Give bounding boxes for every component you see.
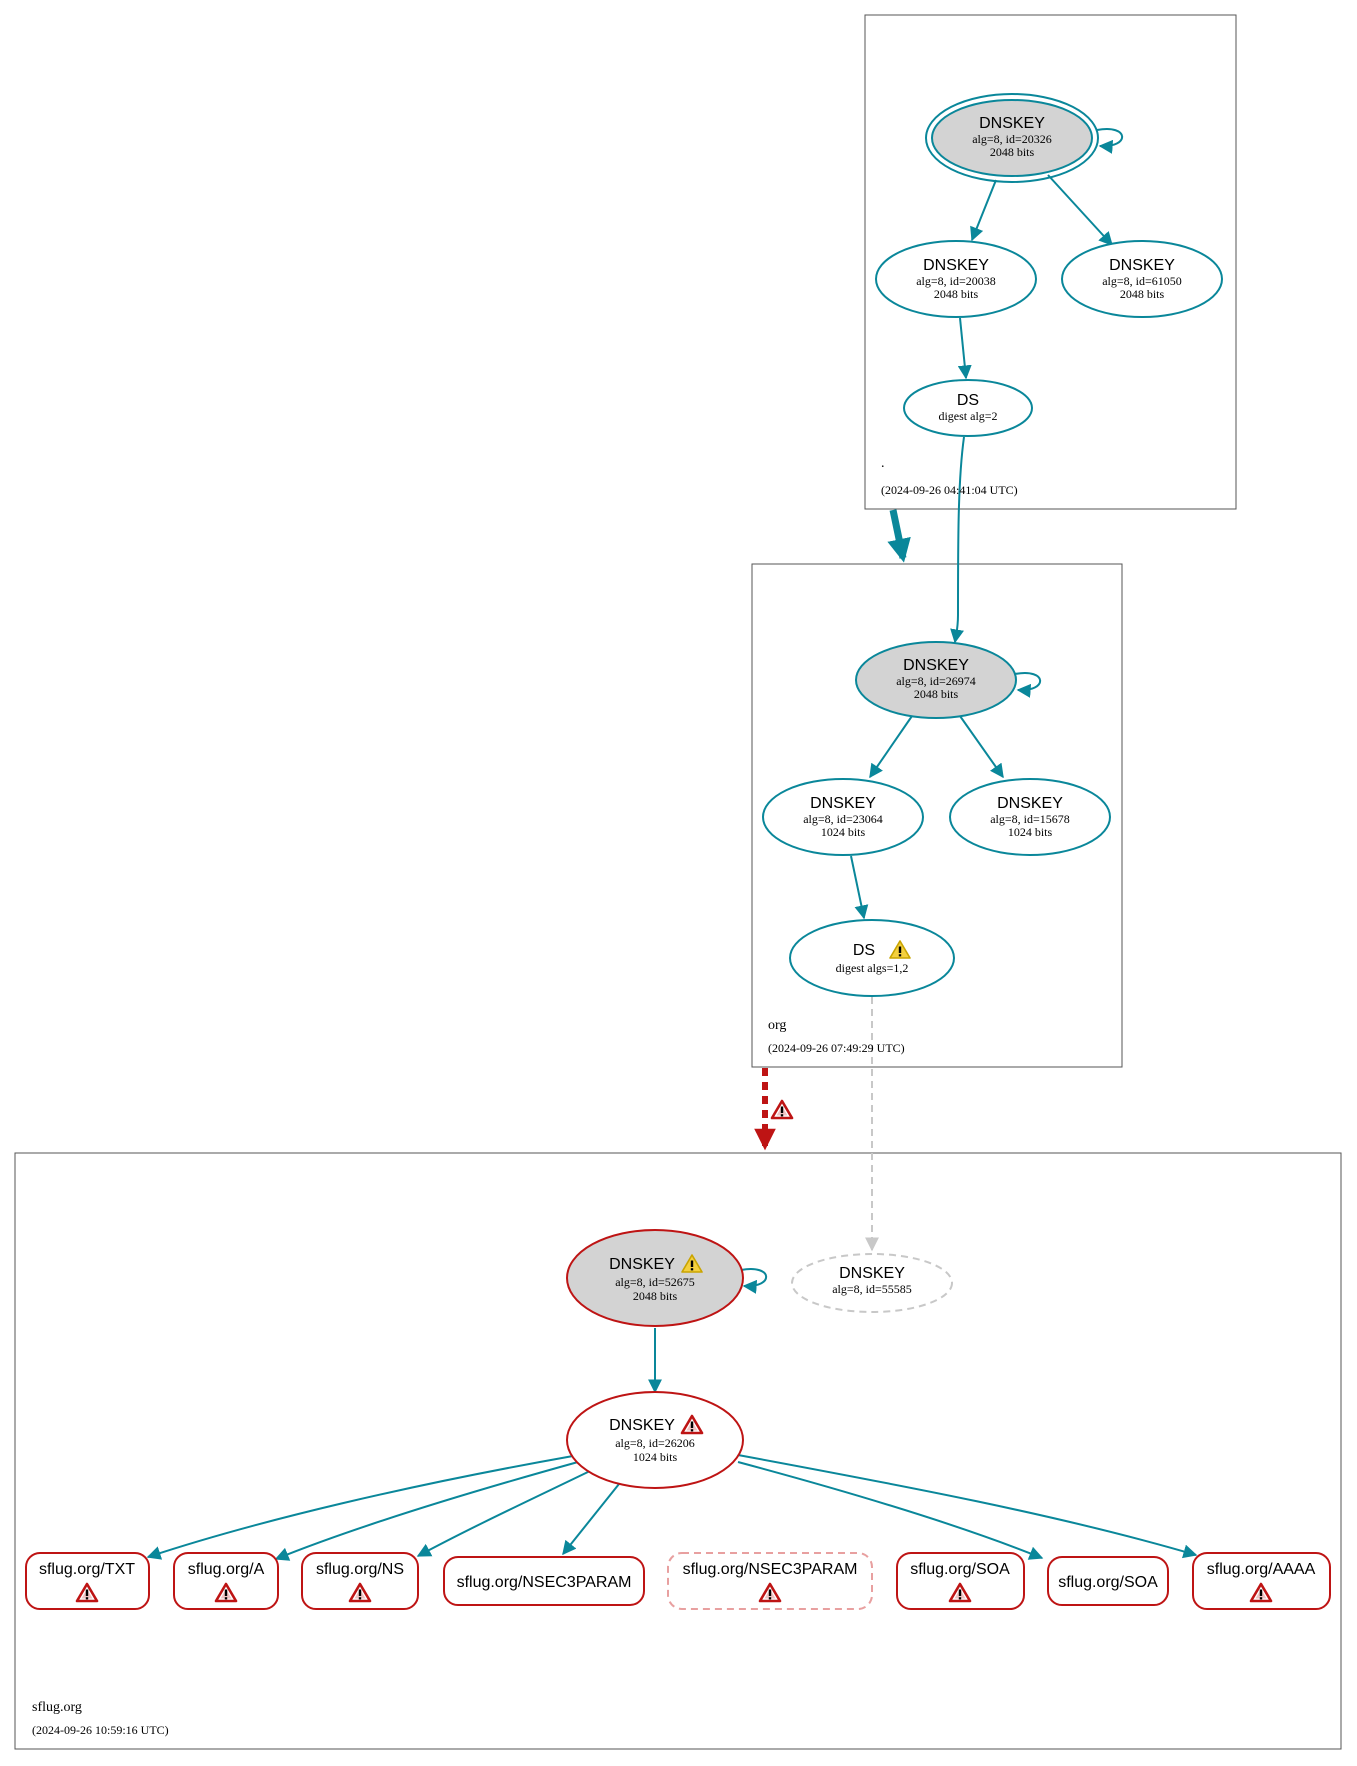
node-root-zsk-20038[interactable]: DNSKEY alg=8, id=20038 2048 bits: [875, 240, 1037, 318]
node-root-ds[interactable]: DS digest alg=2: [903, 379, 1033, 437]
node-line2: 2048 bits: [934, 287, 979, 301]
node-line1: alg=8, id=61050: [1102, 274, 1182, 288]
node-title: DNSKEY: [903, 657, 969, 674]
zone-box-root: [864, 14, 1237, 510]
node-org-ksk[interactable]: DNSKEY alg=8, id=26974 2048 bits: [855, 641, 1017, 719]
record-ns[interactable]: sflug.org/NS: [301, 1552, 419, 1610]
edge-org-ksk-zsk2: [959, 715, 1004, 779]
edge-org-zsk1-ds: [850, 855, 869, 920]
node-title: DNSKEY: [609, 1256, 675, 1273]
node-line2: 2048 bits: [914, 687, 959, 701]
node-title: DNSKEY: [997, 795, 1063, 812]
delegation-warning-icon[interactable]: [770, 1099, 794, 1120]
record-soa[interactable]: sflug.org/SOA: [896, 1552, 1025, 1610]
node-title: DNSKEY: [979, 115, 1045, 132]
node-line2: 2048 bits: [1120, 287, 1165, 301]
record-a[interactable]: sflug.org/A: [173, 1552, 279, 1610]
node-line1: alg=8, id=52675: [615, 1275, 695, 1289]
zone-name-org: org: [768, 1018, 786, 1033]
zone-box-org: [751, 563, 1123, 1068]
node-line2: 2048 bits: [633, 1289, 678, 1303]
edge-root-ksk-zsk2: [1047, 174, 1113, 247]
zone-name-root: .: [881, 456, 885, 471]
record-label: sflug.org/SOA: [910, 1561, 1010, 1578]
record-soa-2[interactable]: sflug.org/SOA: [1047, 1556, 1169, 1606]
node-line1: alg=8, id=20038: [916, 274, 996, 288]
record-aaaa[interactable]: sflug.org/AAAA: [1192, 1552, 1331, 1610]
node-org-zsk-23064[interactable]: DNSKEY alg=8, id=23064 1024 bits: [762, 778, 924, 856]
node-root-zsk-61050[interactable]: DNSKEY alg=8, id=61050 2048 bits: [1061, 240, 1223, 318]
record-label: sflug.org/SOA: [1058, 1574, 1158, 1591]
node-line1: alg=8, id=26974: [896, 674, 976, 688]
node-sflug-ksk[interactable]: DNSKEY alg=8, id=52675 2048 bits: [566, 1229, 744, 1327]
record-nsec3param[interactable]: sflug.org/NSEC3PARAM: [443, 1556, 645, 1606]
node-title: DNSKEY: [839, 1265, 905, 1282]
node-line2: 1024 bits: [1008, 825, 1053, 839]
edge-zsk-a: [274, 1461, 579, 1561]
node-sflug-zsk[interactable]: DNSKEY alg=8, id=26206 1024 bits: [566, 1391, 744, 1489]
edge-org-ksk-self: [1014, 672, 1042, 698]
edge-sflug-ksk-self: [740, 1268, 768, 1294]
node-title: DNSKEY: [923, 257, 989, 274]
edge-delegation-root-org: [887, 509, 911, 563]
node-org-ds[interactable]: DS digest algs=1,2: [789, 919, 955, 997]
record-label: sflug.org/AAAA: [1207, 1561, 1316, 1578]
node-line1: digest alg=2: [938, 409, 997, 423]
zone-box-sflug: [14, 1152, 1342, 1750]
node-line1: alg=8, id=55585: [832, 1282, 912, 1296]
node-line2: 1024 bits: [821, 825, 866, 839]
edge-zsk-aaaa: [737, 1454, 1198, 1559]
record-label: sflug.org/NSEC3PARAM: [683, 1561, 858, 1578]
edge-root-ksk-self: [1096, 128, 1124, 154]
node-root-ksk[interactable]: DNSKEY alg=8, id=20326 2048 bits: [925, 93, 1099, 183]
node-line1: digest algs=1,2: [836, 961, 909, 975]
node-title: DNSKEY: [810, 795, 876, 812]
edge-root-ksk-zsk1: [970, 179, 997, 242]
record-txt[interactable]: sflug.org/TXT: [25, 1552, 150, 1610]
edge-zsk-nsec3param: [562, 1483, 620, 1556]
node-title: DNSKEY: [609, 1417, 675, 1434]
record-label: sflug.org/NSEC3PARAM: [457, 1574, 632, 1591]
record-label: sflug.org/A: [188, 1561, 265, 1578]
zone-timestamp-org: (2024-09-26 07:49:29 UTC): [768, 1041, 905, 1055]
node-line1: alg=8, id=20326: [972, 132, 1052, 146]
node-line1: alg=8, id=15678: [990, 812, 1070, 826]
node-sflug-missing-dnskey[interactable]: DNSKEY alg=8, id=55585: [791, 1253, 953, 1313]
edge-org-ksk-zsk1: [869, 715, 913, 779]
node-title: DS: [853, 942, 875, 959]
edge-zsk-txt: [146, 1455, 574, 1560]
edge-root-zsk1-ds: [957, 317, 972, 380]
edge-zsk-soa-1: [737, 1461, 1044, 1560]
record-label: sflug.org/NS: [316, 1561, 404, 1578]
record-label: sflug.org/TXT: [39, 1561, 135, 1578]
node-line1: alg=8, id=23064: [803, 812, 883, 826]
node-title: DNSKEY: [1109, 257, 1175, 274]
record-nsec3param-missing[interactable]: sflug.org/NSEC3PARAM: [667, 1552, 873, 1610]
edge-zsk-ns: [416, 1470, 591, 1557]
zone-timestamp-root: (2024-09-26 04:41:04 UTC): [881, 483, 1018, 497]
node-org-zsk-15678[interactable]: DNSKEY alg=8, id=15678 1024 bits: [949, 778, 1111, 856]
node-line1: alg=8, id=26206: [615, 1436, 695, 1450]
zone-name-sflug: sflug.org: [32, 1700, 82, 1715]
edge-root-ds-org-ksk: [950, 436, 965, 644]
zone-timestamp-sflug: (2024-09-26 10:59:16 UTC): [32, 1723, 169, 1737]
node-title: DS: [957, 392, 979, 409]
node-line2: 1024 bits: [633, 1450, 678, 1464]
node-line2: 2048 bits: [990, 145, 1035, 159]
